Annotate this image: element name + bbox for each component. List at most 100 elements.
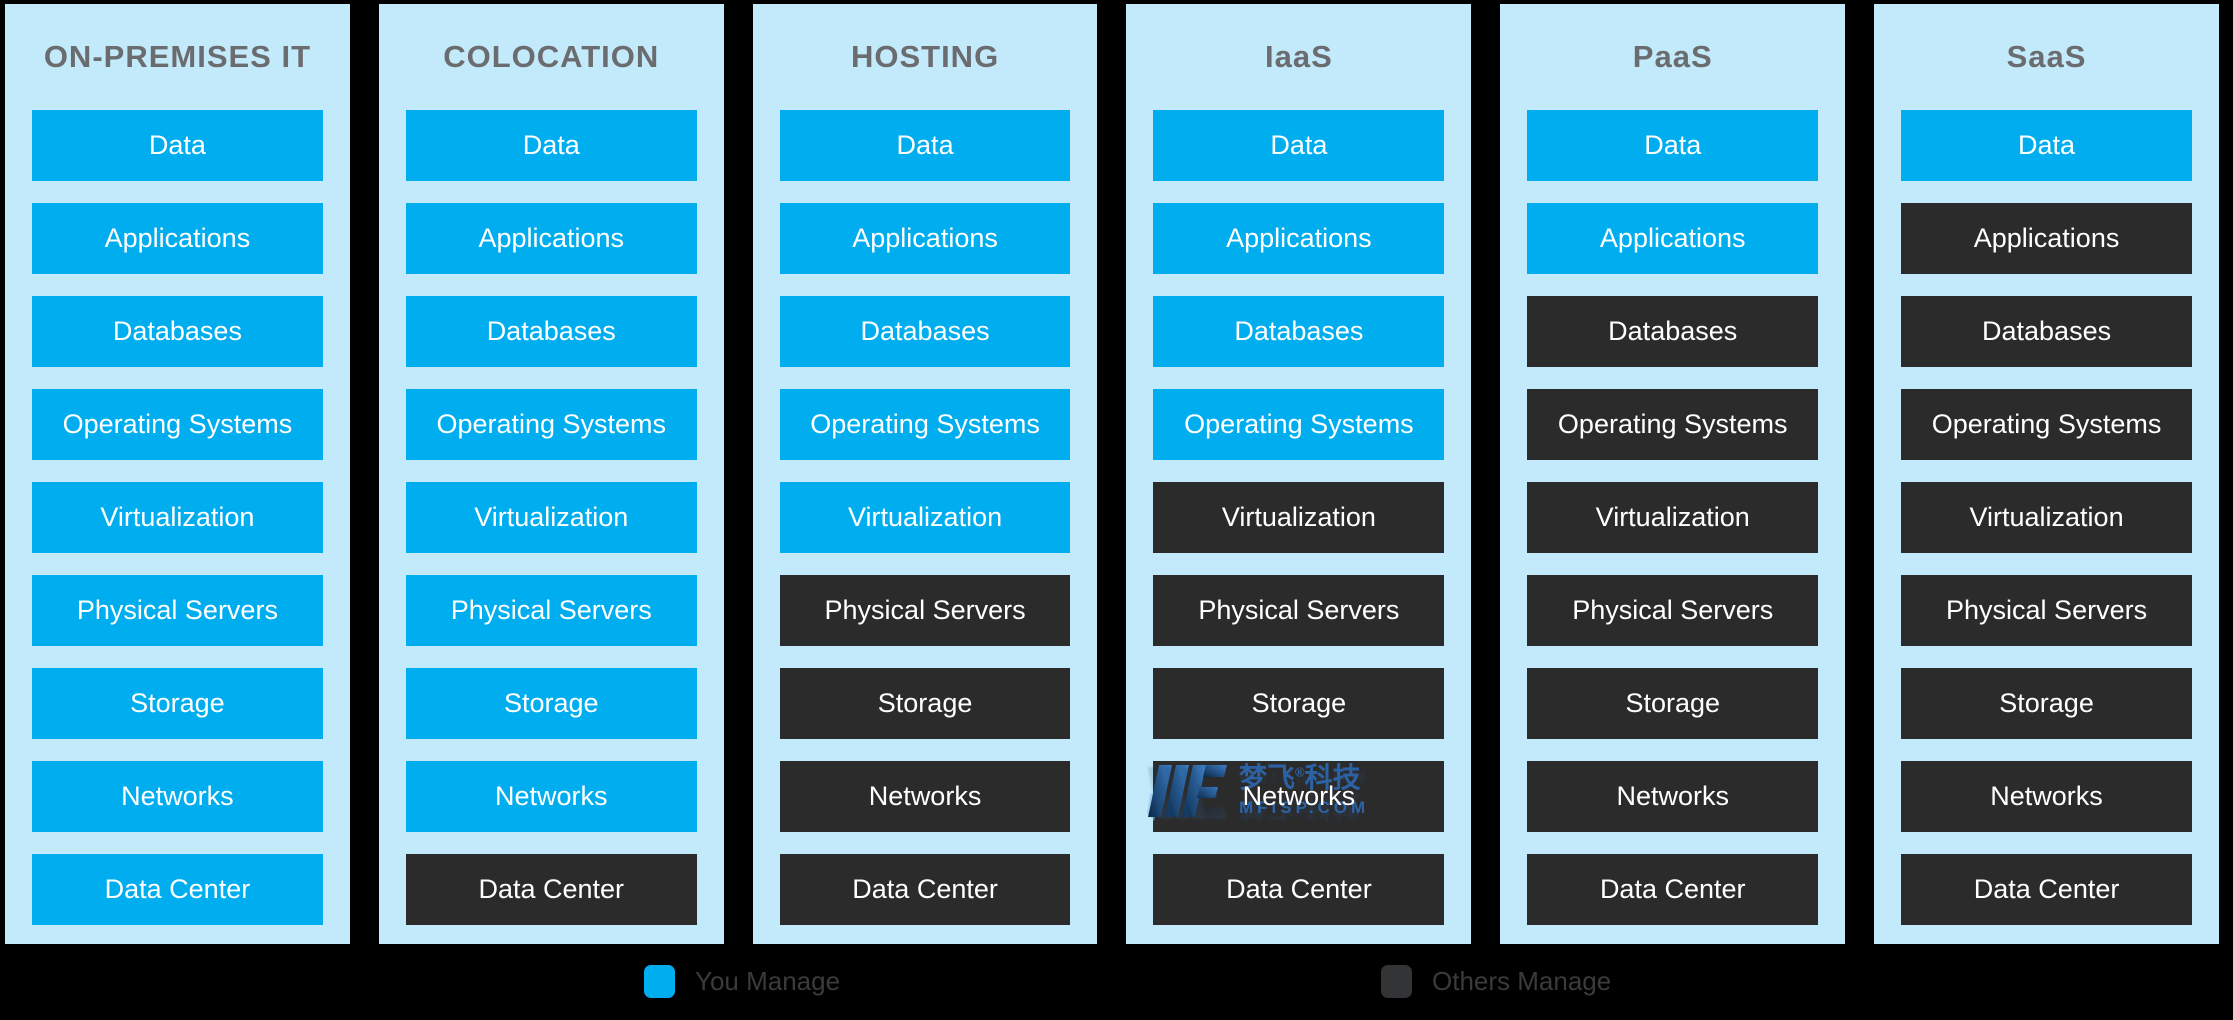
column-panel-on-premises: ON-PREMISES IT Data Applications Databas… [5,4,350,944]
cell-label: Storage [1999,688,2094,718]
stack-cell: Data Center [1153,854,1445,925]
stack-cell: Data Center [1901,854,2192,925]
cell-label: Databases [860,316,990,346]
cell-label: Data [1644,130,1702,160]
stack-cell: Virtualization [779,482,1071,553]
column-title: SaaS [2006,39,2087,74]
cell-label: Storage [1625,688,1721,718]
stack-cell: Operating Systems [1901,389,2192,460]
service-models-board: ON-PREMISES IT Data Applications Databas… [5,4,2219,944]
cell-label: Data [1270,130,1328,160]
stack-cell: Networks [779,761,1071,832]
cell-label: Data Center [1599,874,1746,904]
stack-cell: Data Center [1527,854,1819,925]
legend-others-manage: Others Manage [1381,965,1611,998]
stack-cell: Networks [1153,761,1445,832]
stack-cell: Data Center [405,854,697,925]
column-panel-hosting: HOSTING Data Applications Databases Oper… [752,4,1098,944]
stack-cell: Data [32,110,323,181]
stack-cell: Networks [1901,761,2192,832]
legend-you-manage: You Manage [644,965,840,998]
cell-label: Data [896,130,954,160]
cell-label: Applications [1599,223,1746,253]
column-panel-iaas: IaaS Data Applications Databases Operati… [1126,4,1472,944]
you-manage-swatch [644,965,675,998]
stack-cell: Virtualization [1527,482,1819,553]
cell-label: Networks [1616,781,1729,811]
cell-label: Databases [112,316,242,346]
cell-label: Applications [852,223,998,253]
stack-cell: Databases [1901,296,2192,367]
cell-label: Storage [1251,688,1347,718]
stack-cell: Storage [405,668,697,739]
stack-cell: Applications [1901,203,2192,274]
stack-cell: Applications [32,203,323,274]
stack-cell: Data [405,110,697,181]
stack-cell: Storage [779,668,1071,739]
cell-label: Applications [1226,223,1372,253]
cell-label: Storage [877,688,973,718]
stack-cell: Storage [1153,668,1445,739]
cell-label: Data [148,130,206,160]
stack-cell: Applications [405,203,697,274]
column-title: PaaS [1632,39,1713,74]
stack-cell: Data [1527,110,1819,181]
others-manage-label: Others Manage [1432,966,1612,996]
column-title: ON-PREMISES IT [43,39,312,74]
cell-label: Physical Servers [1946,595,2148,625]
cell-label: Virtualization [1969,502,2124,532]
cell-label: Storage [503,688,599,718]
stack-cell: Operating Systems [32,389,323,460]
stack-cell: Databases [779,296,1071,367]
cell-label: Operating Systems [810,409,1040,439]
cell-label: Networks [868,781,982,811]
stack-cell: Databases [405,296,697,367]
stack-cell: Applications [1527,203,1819,274]
stack-cell: Applications [779,203,1071,274]
cell-label: Virtualization [100,502,255,532]
cell-label: Data Center [478,874,625,904]
stack-cell: Data Center [779,854,1071,925]
stack-cell: Storage [32,668,323,739]
stack-cell: Physical Servers [779,575,1071,646]
cell-label: Physical Servers [76,595,278,625]
cell-label: Virtualization [1221,502,1376,532]
stack-cell: Virtualization [1153,482,1445,553]
cell-label: Data Center [852,874,998,904]
cell-label: Databases [1982,316,2112,346]
cell-label: Databases [486,316,616,346]
cell-label: Physical Servers [824,595,1026,625]
stack-cell: Physical Servers [405,575,697,646]
cell-label: Data Center [1226,874,1372,904]
cell-label: Applications [104,223,251,253]
cell-label: Physical Servers [1198,595,1400,625]
stack-cell: Data [1153,110,1445,181]
cell-label: Virtualization [848,502,1003,532]
stack-cell: Physical Servers [1153,575,1445,646]
cell-label: Data [522,130,580,160]
cell-label: Storage [130,688,225,718]
cell-label: Databases [1608,316,1738,346]
others-manage-swatch [1381,965,1412,998]
you-manage-label: You Manage [695,966,841,996]
cell-label: Physical Servers [450,595,652,625]
stack-cell: Operating Systems [1527,389,1819,460]
column-title: IaaS [1265,39,1333,74]
column-title: COLOCATION [443,39,660,74]
cell-label: Networks [121,781,234,811]
column-title: HOSTING [850,39,1000,74]
cell-label: Data [2018,130,2076,160]
stack-cell: Applications [1153,203,1445,274]
stack-cell: Data [1901,110,2192,181]
cell-label: Data Center [1973,874,2120,904]
cell-label: Applications [478,223,625,253]
cell-label: Networks [1990,781,2103,811]
stack-cell: Networks [32,761,323,832]
stack-cell: Databases [32,296,323,367]
cell-label: Databases [1234,316,1364,346]
cell-label: Operating Systems [62,409,293,439]
stack-cell: Networks [1527,761,1819,832]
cell-label: Operating Systems [1931,409,2162,439]
column-panel-paas: PaaS Data Applications Databases Operati… [1500,4,1846,944]
stack-cell: Virtualization [405,482,697,553]
